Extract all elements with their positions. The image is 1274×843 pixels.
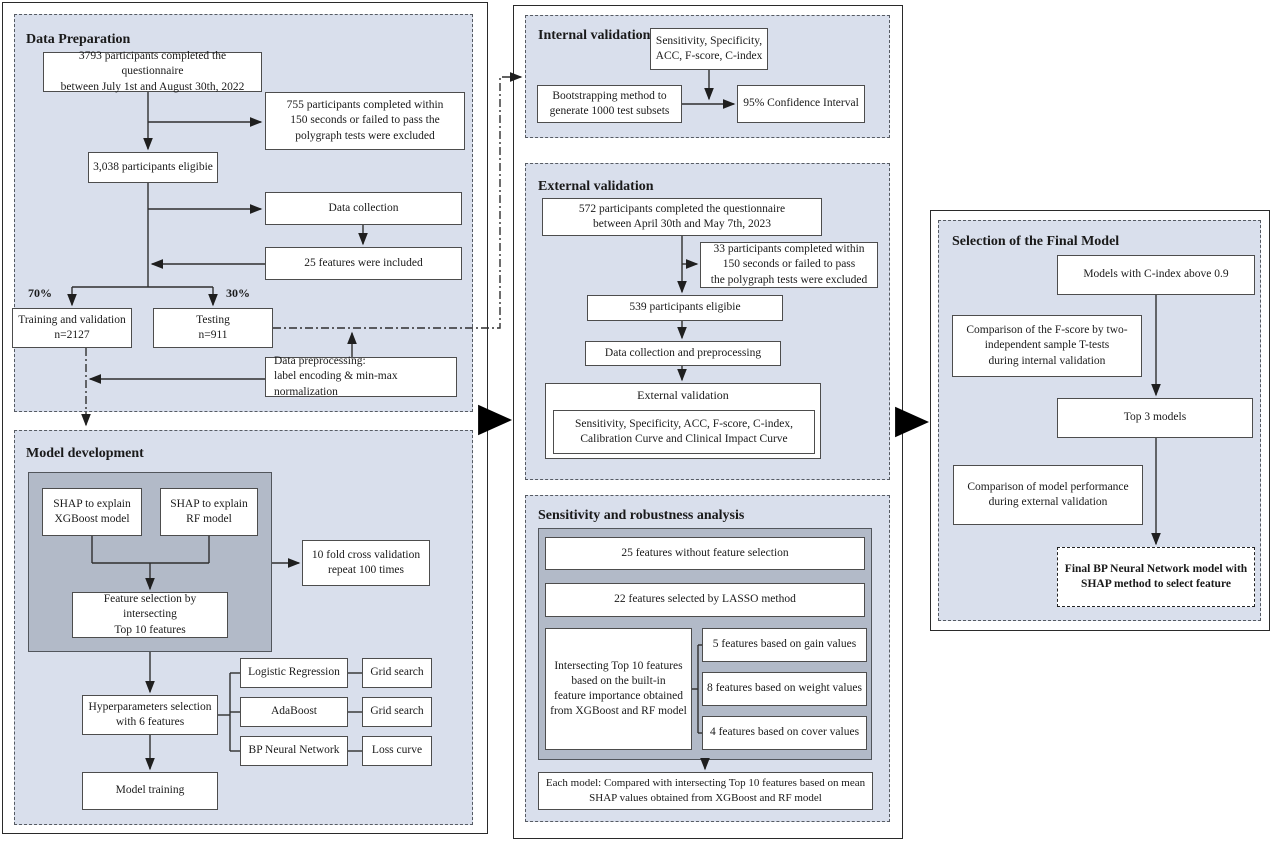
node-cross-validation: 10 fold cross validation repeat 100 time… [302, 540, 430, 586]
node-logistic-regression: Logistic Regression [240, 658, 348, 688]
node-training-set: Training and validation n=2127 [12, 308, 132, 348]
node-questionnaire-2023: 572 participants completed the questionn… [542, 198, 822, 236]
node-top3-models: Top 3 models [1057, 398, 1253, 438]
node-external-metrics: Sensitivity, Specificity, ACC, F-score, … [553, 410, 815, 454]
node-grid-search-1: Grid search [362, 658, 432, 688]
node-performance-comparison: Comparison of model performance during e… [953, 465, 1143, 525]
node-collection-preprocessing: Data collection and preprocessing [585, 341, 781, 366]
node-f-score-comparison: Comparison of the F-score by two- indepe… [952, 315, 1142, 377]
node-gain-features: 5 features based on gain values [702, 628, 867, 662]
title-final-selection: Selection of the Final Model [952, 234, 1120, 249]
title-internal-validation: Internal validation [538, 28, 651, 43]
node-testing-set: Testing n=911 [153, 308, 273, 348]
title-external-validation: External validation [538, 179, 654, 194]
node-lasso-features: 22 features selected by LASSO method [545, 583, 865, 617]
node-bootstrapping: Bootstrapping method to generate 1000 te… [537, 85, 682, 123]
node-intersecting-top10: Intersecting Top 10 features based on th… [545, 628, 692, 750]
node-confidence-interval: 95% Confidence Interval [737, 85, 865, 123]
node-excluded-33: 33 participants completed within 150 sec… [700, 242, 878, 288]
node-c-index-above: Models with C-index above 0.9 [1057, 255, 1255, 295]
node-loss-curve: Loss curve [362, 736, 432, 766]
node-eligible-539: 539 participants eligibie [587, 295, 783, 321]
node-weight-features: 8 features based on weight values [702, 672, 867, 706]
external-validation-box-label: External validation [637, 388, 729, 402]
label-split-70: 70% [28, 286, 52, 300]
node-bp-neural-network: BP Neural Network [240, 736, 348, 766]
title-sensitivity-analysis: Sensitivity and robustness analysis [538, 508, 745, 523]
node-grid-search-2: Grid search [362, 697, 432, 727]
node-final-model: Final BP Neural Network model with SHAP … [1057, 547, 1255, 607]
node-internal-metrics: Sensitivity, Specificity, ACC, F-score, … [650, 28, 768, 70]
node-excluded-755: 755 participants completed within 150 se… [265, 92, 465, 150]
node-cover-features: 4 features based on cover values [702, 716, 867, 750]
node-model-training: Model training [82, 772, 218, 810]
node-each-model-comparison: Each model: Compared with intersecting T… [538, 772, 873, 810]
node-25-features-no-selection: 25 features without feature selection [545, 537, 865, 570]
node-hyperparameters: Hyperparameters selection with 6 feature… [82, 695, 218, 735]
label-split-30: 30% [226, 286, 250, 300]
node-25-features: 25 features were included [265, 247, 462, 280]
node-shap-rf: SHAP to explain RF model [160, 488, 258, 536]
node-feature-selection: Feature selection by intersecting Top 10… [72, 592, 228, 638]
title-model-development: Model development [26, 446, 144, 461]
title-data-preparation: Data Preparation [26, 32, 131, 47]
node-adaboost: AdaBoost [240, 697, 348, 727]
node-data-collection: Data collection [265, 192, 462, 225]
node-eligible-3038: 3,038 participants eligibie [88, 152, 218, 183]
node-shap-xgboost: SHAP to explain XGBoost model [42, 488, 142, 536]
node-preprocessing: Data preprocessing: label encoding & min… [265, 355, 457, 398]
node-questionnaire-2022: 3793 participants completed the question… [43, 50, 262, 93]
node-external-validation-box: External validation Sensitivity, Specifi… [545, 383, 821, 459]
